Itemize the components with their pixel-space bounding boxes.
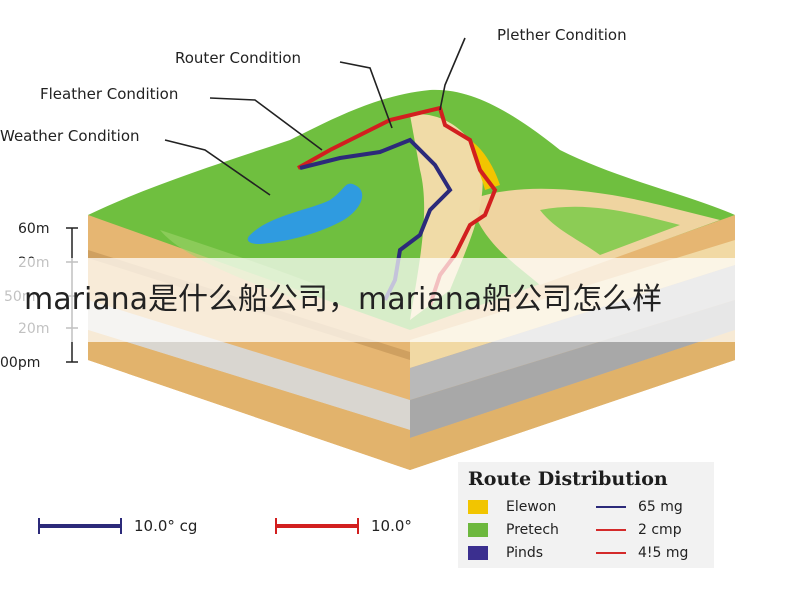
legend-line [596,506,626,508]
title-banner [0,258,800,342]
legend-value: 2 cmp [638,522,682,538]
route-red [297,105,498,306]
scale-bar-line [38,524,120,528]
legend-line [596,552,626,554]
scale-label: 60m [18,221,49,237]
callout-leaders [164,37,466,196]
legend-title: Route Distribution [468,468,668,490]
legend-swatch [468,546,488,560]
callout-weather: Weather Condition [0,127,140,145]
legend: Route Distribution Elewon 65 mg Pretech … [458,462,714,568]
legend-row: Pretech 2 cmp [468,521,708,539]
callout-fleather: Fleather Condition [40,85,178,103]
page-title: mariana是什么船公司，mariana船公司怎么样 [24,282,663,317]
scale-bar-label: 10.0° cg [134,517,198,535]
scale-label: 00pm [0,355,40,371]
scale-bar-line [275,524,357,528]
legend-swatch [468,523,488,537]
callout-router: Router Condition [175,49,301,67]
callout-pleather: Plether Condition [497,26,627,44]
legend-row: Pinds 4!5 mg [468,544,708,562]
legend-swatch [468,500,488,514]
scale-bar-label: 10.0° [371,517,412,535]
legend-line [596,529,626,531]
legend-value: 4!5 mg [638,545,689,561]
legend-label: Pinds [506,545,544,561]
scale-bar-navy: 10.0° cg [38,516,238,538]
legend-label: Elewon [506,499,557,515]
scale-bar-red: 10.0° [275,516,445,538]
legend-value: 65 mg [638,499,683,515]
lake [247,183,363,244]
legend-row: Elewon 65 mg [468,498,708,516]
legend-label: Pretech [506,522,559,538]
